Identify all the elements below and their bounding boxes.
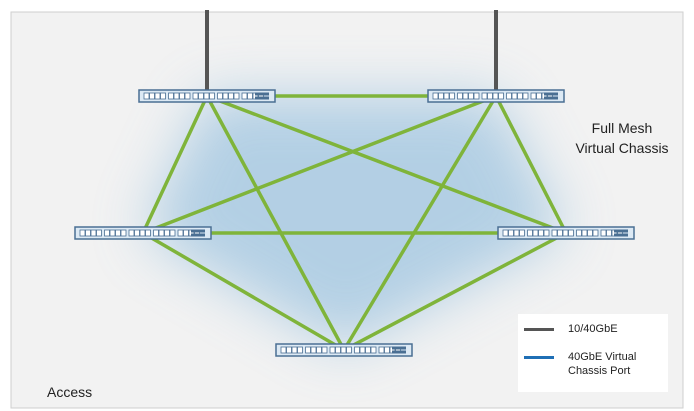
legend-item-uplink: 10/40GbE (524, 322, 668, 336)
legend-swatch-vc-port (524, 356, 554, 359)
mesh-label-line2: Virtual Chassis (575, 140, 669, 156)
mesh-links (141, 94, 568, 352)
mesh-link (142, 94, 497, 235)
mesh-link (343, 231, 567, 352)
mesh-label-line1: Full Mesh (591, 120, 653, 136)
mesh-link (494, 95, 568, 234)
legend-swatch-uplink (524, 328, 554, 331)
mesh-link (205, 95, 346, 351)
full-mesh-label: Full Mesh Virtual Chassis (552, 118, 692, 158)
switch-top-left (138, 89, 276, 103)
switch-middle-left (74, 226, 212, 240)
legend-item-vc-port: 40GbE Virtual Chassis Port (524, 350, 668, 378)
legend-label-uplink: 10/40GbE (568, 323, 618, 335)
switch-top-right (427, 89, 565, 103)
switch-bottom (275, 343, 413, 357)
mesh-link (342, 95, 498, 351)
mesh-link (142, 231, 345, 352)
mesh-link (141, 95, 209, 234)
legend: 10/40GbE 40GbE Virtual Chassis Port (518, 314, 668, 392)
access-label: Access (47, 384, 93, 400)
mesh-link (206, 94, 567, 235)
legend-label-vc-port: 40GbE Virtual Chassis Port (568, 351, 637, 377)
switches (74, 89, 635, 357)
switch-middle-right (497, 226, 635, 240)
mesh-glow (143, 96, 566, 350)
